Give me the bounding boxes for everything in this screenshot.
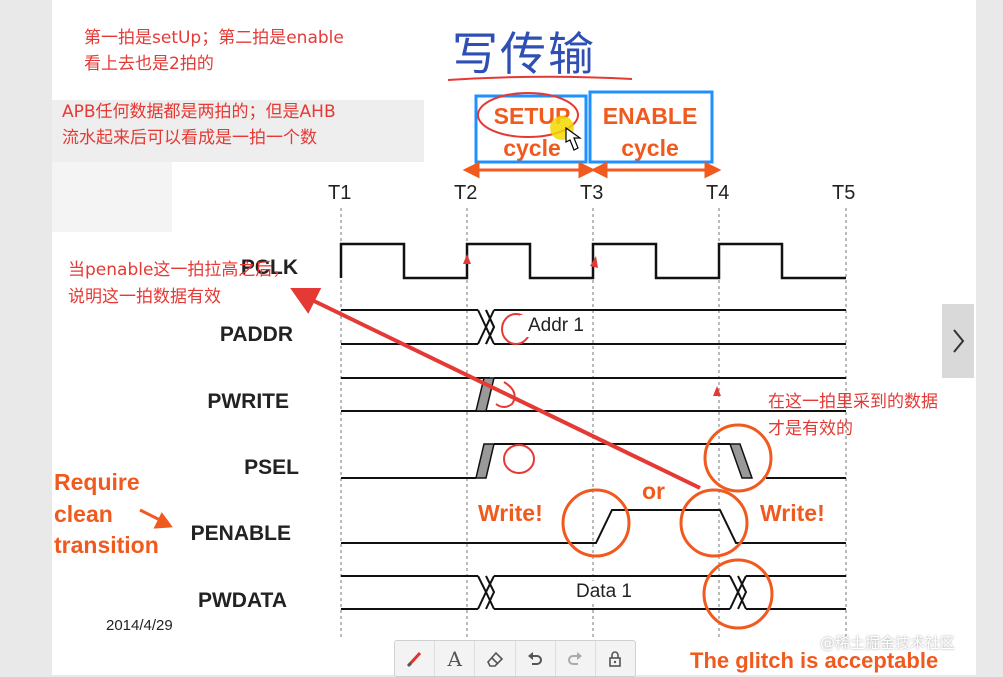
annotation-arrow — [290, 288, 701, 490]
pwrite-mark — [495, 381, 516, 408]
undo-button[interactable] — [516, 641, 556, 676]
undo-icon — [528, 651, 543, 665]
setup-cycle-label: cycle — [503, 135, 561, 161]
pwdata-value: Data 1 — [570, 581, 638, 603]
note-penable-line2: 说明这一拍数据有效 — [68, 287, 221, 307]
time-label-t1: T1 — [328, 182, 352, 204]
paddr-bus — [341, 309, 846, 345]
note-sample-line1: 在这一拍里采到的数据 — [768, 392, 938, 412]
text-tool-button[interactable]: A — [435, 641, 476, 676]
or-label: or — [642, 478, 665, 504]
note-highlight-tail — [52, 162, 172, 232]
write-left-label: Write! — [478, 500, 543, 526]
require-label: Require — [54, 469, 140, 495]
pen-tool-button[interactable] — [395, 641, 436, 676]
note-highlight — [52, 100, 424, 162]
enable-label: ENABLE — [602, 103, 698, 129]
enable-span-arrow — [590, 161, 722, 179]
pclk-waveform — [339, 242, 846, 280]
slide-date: 2014/4/29 — [106, 617, 173, 634]
require-arrow — [139, 508, 173, 529]
signal-label-pclk: PCLK — [240, 256, 298, 279]
lock-button[interactable] — [596, 641, 635, 676]
annotation-toolbar: A — [394, 640, 636, 677]
penable-waveform — [341, 509, 846, 544]
note-apb-line1: APB任何数据都是两拍的；但是AHB — [62, 102, 336, 122]
eraser-icon — [486, 651, 504, 667]
redo-icon — [568, 651, 583, 665]
redo-button[interactable] — [556, 641, 596, 676]
psel-glitch-circle — [703, 423, 773, 493]
pclk-edge-marks — [463, 254, 721, 396]
psel-mark-circle — [503, 444, 535, 474]
pen-icon — [406, 651, 421, 667]
eraser-tool-button[interactable] — [475, 641, 516, 676]
psel-rise — [475, 443, 495, 479]
signal-label-paddr: PADDR — [219, 323, 293, 346]
signal-label-pwdata: PWDATA — [197, 589, 287, 612]
paddr-value: Addr 1 — [520, 315, 592, 337]
text-icon: A — [447, 646, 462, 671]
note-top-line1: 第一拍是setUp；第二拍是enable — [84, 28, 344, 48]
enable-cycle-label: cycle — [621, 135, 679, 161]
penable-fall-circle — [679, 488, 749, 558]
setup-circle — [477, 92, 579, 138]
setup-box — [474, 94, 588, 164]
time-label-t4: T4 — [706, 182, 730, 204]
penable-rise-circle — [561, 488, 631, 558]
clean-label: clean — [54, 501, 113, 527]
transition-label: transition — [54, 532, 159, 558]
signal-label-penable: PENABLE — [190, 522, 291, 545]
chevron-right-icon — [953, 329, 965, 353]
time-gridlines — [340, 208, 847, 640]
time-label-t3: T3 — [580, 182, 604, 204]
pwdata-glitch-circle — [702, 558, 774, 630]
pwdata-bus — [341, 575, 846, 610]
note-top-line2: 看上去也是2拍的 — [84, 54, 214, 74]
setup-span-arrow — [462, 161, 596, 179]
next-slide-button[interactable] — [942, 304, 974, 378]
note-penable-line1: 当penable这一拍拉高之后， — [68, 260, 290, 280]
lock-icon — [609, 650, 622, 667]
signal-label-psel: PSEL — [244, 456, 299, 479]
title-underline — [447, 75, 633, 81]
slide-title: 写传输 — [452, 27, 596, 81]
note-sample-line2: 才是有效的 — [768, 419, 853, 439]
hand-cursor-icon — [565, 126, 582, 151]
enable-box — [588, 90, 714, 164]
write-right-label: Write! — [760, 500, 825, 526]
signal-label-pwrite: PWRITE — [207, 390, 289, 413]
glitch-label: The glitch is acceptable — [690, 648, 939, 673]
note-apb-line2: 流水起来后可以看成是一拍一个数 — [62, 128, 317, 148]
time-label-t5: T5 — [832, 182, 856, 204]
time-label-t2: T2 — [454, 182, 478, 204]
psel-fall — [728, 443, 754, 479]
watermark: @稀土掘金技术社区 — [820, 634, 956, 652]
